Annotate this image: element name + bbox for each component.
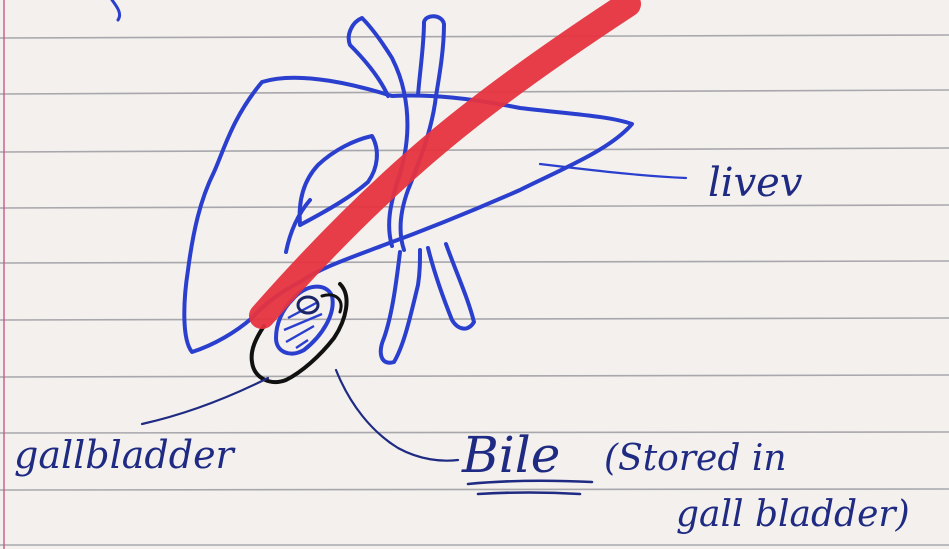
gallbladder-pointer-line [142,378,268,424]
bile-note-line2: gall bladder) [676,494,910,535]
rule-line [0,375,949,377]
bile-note-line1: (Stored in [604,438,787,479]
cropped-handwriting-mark [112,0,120,20]
gallbladder-label: gallbladder [14,433,237,477]
portal-vein-right [428,244,474,329]
bile-pointer-line [336,370,458,461]
rule-line [0,261,949,263]
rule-line [0,148,949,152]
portal-vein-left [381,250,420,363]
rule-line [0,35,949,38]
hepatic-vein-right [418,16,444,96]
gallbladder-duct-ring [298,297,318,313]
liver-label: livev [708,160,803,206]
rule-line [0,90,949,94]
red-strike-line-icon [262,4,628,316]
rule-line [0,489,949,490]
bile-label: Bile [461,426,560,484]
